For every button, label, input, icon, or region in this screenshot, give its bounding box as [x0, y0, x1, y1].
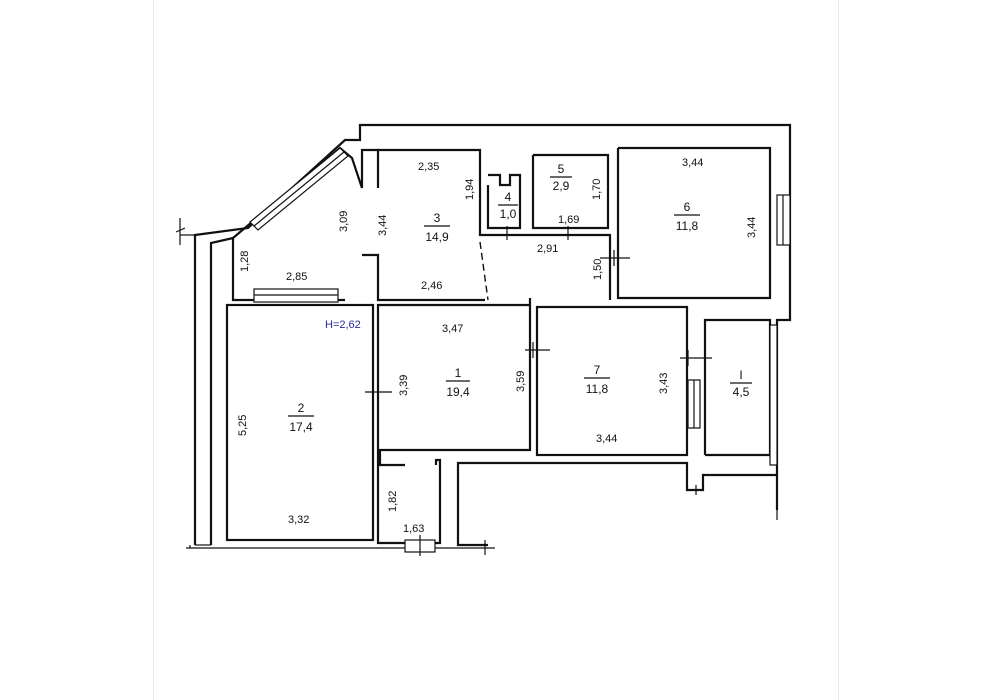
dimension-label: 1,69 — [558, 214, 579, 226]
dimension-label: 3,44 — [682, 157, 703, 169]
dimension-label: 3,44 — [596, 433, 617, 445]
room-area: 11,8 — [586, 382, 609, 396]
dimension-label: 2,46 — [421, 280, 442, 292]
room-labels: 1 19,4 2 17,4 3 14,9 4 1,0 5 — [288, 162, 752, 434]
room-label-6: 6 11,8 — [674, 200, 700, 233]
room-area: 11,8 — [676, 219, 699, 233]
dimension-label: 1,70 — [591, 179, 603, 200]
dimension-label: 3,44 — [377, 215, 389, 236]
dimension-label: 1,82 — [387, 491, 399, 512]
room-label-2: 2 17,4 — [288, 401, 314, 434]
room-label-4: 4 1,0 — [498, 190, 518, 221]
dimension-label: 3,39 — [398, 375, 410, 396]
dimension-label: 3,32 — [288, 514, 309, 526]
partial-wall-opening — [479, 241, 489, 301]
room-area: 14,9 — [425, 230, 449, 244]
dimension-label: 2,85 — [286, 271, 307, 283]
dimension-label: 5,25 — [237, 415, 249, 436]
dimension-label: 3,47 — [442, 323, 463, 335]
dimension-labels: 2,35 1,94 3,09 3,44 2,85 1,28 2,46 3,44 … — [237, 157, 758, 535]
room-id: 3 — [434, 211, 441, 225]
outer-walls — [175, 123, 792, 555]
dimension-label: 1,63 — [403, 523, 424, 535]
page-gutter-left — [153, 0, 154, 700]
room-label-5: 5 2,9 — [550, 162, 572, 193]
room-id: 5 — [558, 162, 565, 176]
room-area: 19,4 — [446, 385, 470, 399]
room-id: 1 — [455, 366, 462, 380]
room-id: 4 — [505, 190, 512, 204]
room-area: 2,9 — [553, 179, 570, 193]
dimension-label: 1,28 — [239, 251, 251, 272]
dimension-label: 1,94 — [464, 179, 476, 200]
dimension-label: 3,09 — [338, 211, 350, 232]
page-gutter-right — [838, 0, 839, 700]
room-area: 4,5 — [733, 385, 750, 399]
dimension-label: 2,35 — [418, 161, 439, 173]
room-label-7: 7 11,8 — [584, 363, 610, 396]
room-id: I — [739, 368, 742, 382]
dimension-label: 3,44 — [746, 217, 758, 238]
dimension-label: 1,50 — [592, 259, 604, 280]
interior-walls — [225, 146, 772, 545]
room-id: 2 — [298, 401, 305, 415]
room-label-balcony: I 4,5 — [730, 368, 752, 399]
dimension-label: 2,91 — [537, 243, 558, 255]
room-area: 17,4 — [289, 420, 313, 434]
door-marks — [365, 226, 712, 556]
dimension-label: 3,59 — [515, 371, 527, 392]
room-id: 6 — [684, 200, 691, 214]
dimension-label: 3,43 — [658, 373, 670, 394]
room-label-3: 3 14,9 — [424, 211, 450, 244]
ceiling-height-note: H=2,62 — [325, 319, 361, 331]
room-area: 1,0 — [500, 207, 517, 221]
room-id: 7 — [594, 363, 601, 377]
room-label-1: 1 19,4 — [446, 366, 470, 399]
